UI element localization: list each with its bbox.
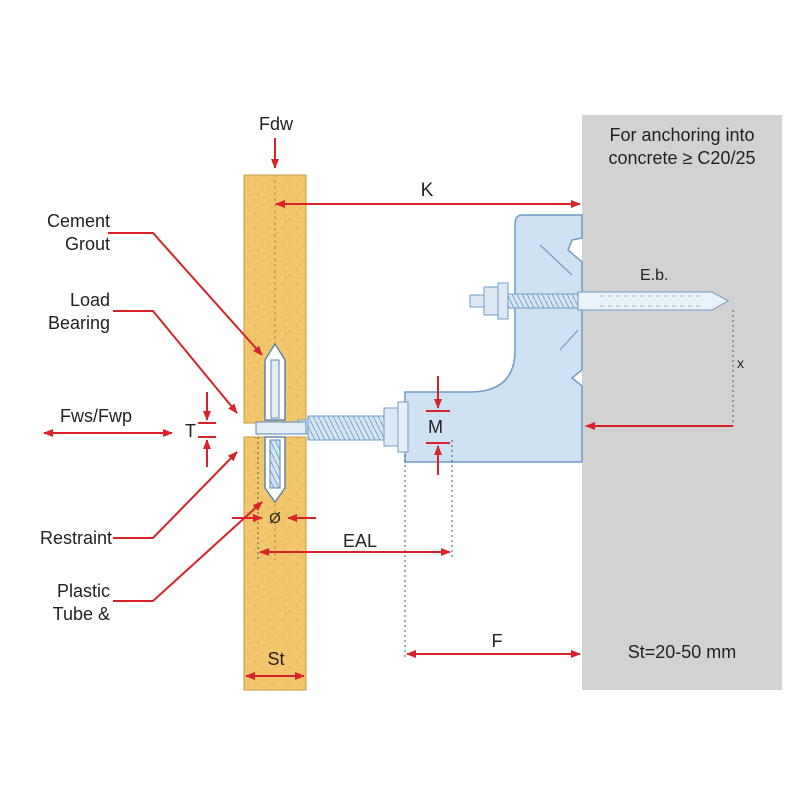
st-range-label: St=20-50 mm [627, 642, 737, 662]
load-leader [113, 310, 238, 414]
cement-leader [108, 232, 263, 356]
restraint-leader [113, 451, 238, 539]
dowel-lower [264, 436, 286, 504]
eb-label: E.b. [640, 267, 669, 284]
plastic-label-line1: Plastic [56, 581, 110, 601]
cement-label-line2: Grout [64, 234, 110, 254]
concrete-note-line2: concrete ≥ C20/25 [608, 148, 756, 168]
fdw-label: Fdw [258, 114, 293, 134]
concrete-note-line1: For anchoring into [609, 125, 755, 145]
eal-label: EAL [342, 531, 378, 551]
st-label: St [267, 649, 285, 669]
load-label-line1: Load [69, 290, 110, 310]
m-label: M [428, 417, 443, 437]
cement-label-line1: Cement [46, 211, 110, 231]
diameter-label: Ø [269, 510, 281, 527]
support-bracket [404, 214, 583, 463]
concrete-wall [582, 115, 782, 690]
plastic-label-line2: Tube & [52, 604, 110, 624]
dowel-upper [264, 342, 286, 421]
restraint-label: Restraint [39, 528, 112, 548]
t-label: T [185, 421, 196, 441]
x-label: x [737, 355, 744, 371]
plastic-leader [113, 501, 263, 602]
expansion-bolt [469, 282, 730, 320]
threaded-rod [297, 401, 409, 453]
dimension-arrows [43, 138, 733, 680]
fws-label: Fws/Fwp [60, 406, 132, 426]
extension-lines [257, 310, 734, 660]
f-label: F [491, 631, 503, 651]
k-label: K [420, 180, 434, 201]
load-label-line2: Bearing [47, 313, 110, 333]
